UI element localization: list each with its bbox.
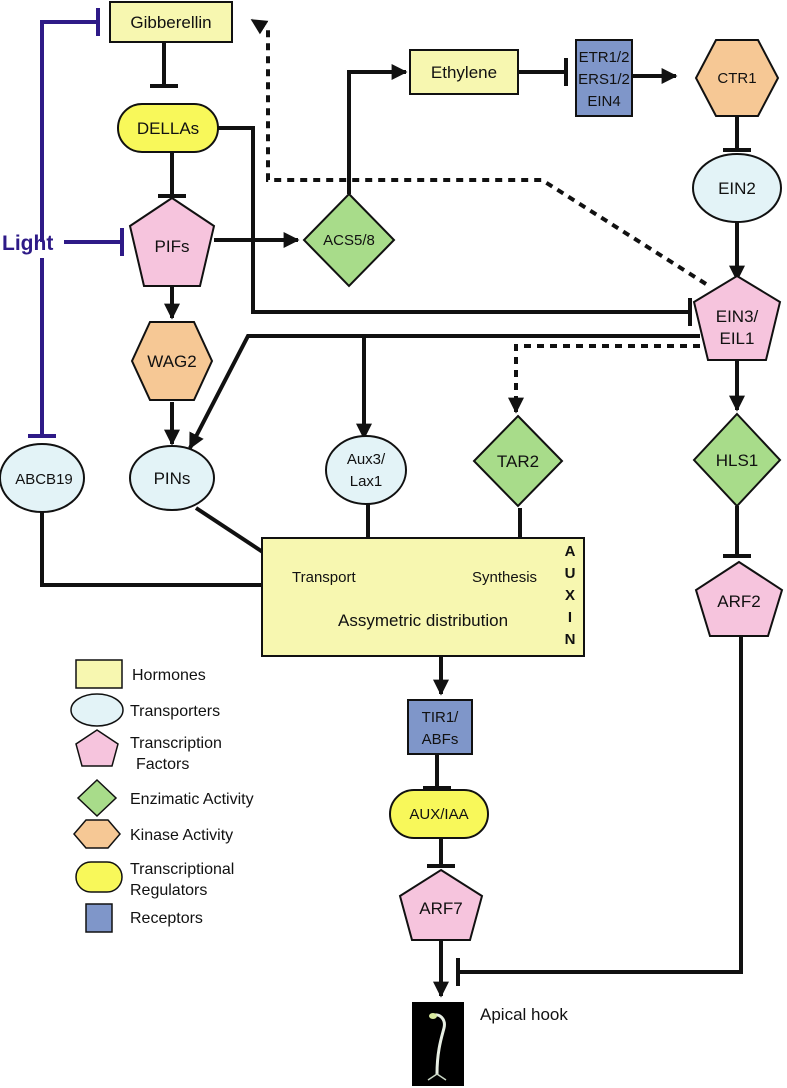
tar2-label: TAR2 (497, 452, 539, 471)
abcb19-label: ABCB19 (15, 471, 73, 488)
node-auxin-box: Transport Synthesis Assymetric distribut… (261, 537, 585, 657)
gibberellin-label: Gibberellin (130, 13, 211, 32)
ein2-label: EIN2 (718, 179, 756, 198)
auxin-letter-u: U (565, 565, 576, 582)
node-arf7: ARF7 (398, 868, 484, 941)
legend: Hormones Transporters Transcription Fact… (70, 659, 254, 933)
auxin-letter-n: N (565, 631, 576, 648)
pins-label: PINs (154, 469, 191, 488)
edge-acs-ethylene (347, 64, 408, 194)
legend-item-regulators: Transcriptional Regulators (75, 861, 234, 899)
edge-ein3-tar2-dotted (508, 344, 700, 414)
aux3-label-line1: Aux3/ (347, 451, 386, 468)
legend-item-enzymatic: Enzimatic Activity (76, 778, 254, 818)
node-aux-iaa: AUX/IAA (389, 789, 489, 839)
legend-label-reg-line1: Transcriptional (130, 861, 234, 878)
node-ethylene: Ethylene (409, 49, 519, 95)
legend-label-tf-line1: Transcription (130, 735, 222, 752)
edge-dellas-ein3 (218, 126, 690, 314)
hls1-label: HLS1 (716, 451, 759, 470)
ctr1-label: CTR1 (717, 70, 756, 87)
synthesis-label: Synthesis (472, 569, 537, 586)
acs-label: ACS5/8 (323, 232, 375, 249)
edge-ein3-pins (188, 334, 700, 450)
apical-hook-label: Apical hook (480, 1005, 568, 1024)
apical-hook-image (412, 1002, 464, 1086)
node-ein2: EIN2 (692, 153, 782, 223)
edge-light-gibberellin (40, 20, 98, 242)
node-dellas: DELLAs (117, 103, 219, 153)
node-hls1: HLS1 (692, 412, 782, 508)
edge-arf2-hook (458, 636, 743, 974)
node-aux3: Aux3/ Lax1 (325, 435, 407, 505)
ein3-label-line1: EIN3/ (716, 307, 759, 326)
node-tir1: TIR1/ ABFs (407, 699, 473, 755)
legend-label-receptors: Receptors (130, 910, 203, 927)
legend-item-transporters: Transporters (70, 693, 220, 727)
auxin-letter-i: I (568, 609, 572, 626)
transport-label: Transport (292, 569, 356, 586)
pifs-label: PIFs (155, 237, 190, 256)
legend-item-kinase: Kinase Activity (73, 819, 233, 849)
node-acs: ACS5/8 (302, 192, 396, 288)
wag2-label: WAG2 (147, 352, 196, 371)
aux3-label-line2: Lax1 (350, 473, 383, 490)
node-abcb19: ABCB19 (0, 443, 85, 513)
legend-label-hormones: Hormones (132, 667, 206, 684)
tir1-label-line2: ABFs (422, 731, 459, 748)
receptor-ein4: EIN4 (587, 93, 620, 110)
receptor-ers: ERS1/2 (578, 71, 630, 88)
auxin-letter-x: X (565, 587, 575, 604)
ethylene-label: Ethylene (431, 63, 497, 82)
legend-label-enzymatic: Enzimatic Activity (130, 791, 254, 808)
node-pins: PINs (129, 445, 215, 511)
dellas-label: DELLAs (137, 119, 199, 138)
node-tar2: TAR2 (472, 414, 564, 508)
legend-label-tf-line2: Factors (136, 756, 189, 773)
auxiaa-label: AUX/IAA (409, 806, 468, 823)
legend-label-kinase: Kinase Activity (130, 827, 233, 844)
receptor-etr: ETR1/2 (579, 49, 630, 66)
dotted-edges (250, 18, 708, 414)
light-label: Light (2, 232, 53, 255)
legend-item-transcription-factors: Transcription Factors (75, 729, 222, 773)
light-edges (28, 8, 124, 438)
node-wag2: WAG2 (130, 321, 214, 401)
arf7-label: ARF7 (419, 899, 462, 918)
edge-abcb19-auxin (40, 510, 290, 593)
ein3-label-line2: EIL1 (720, 329, 755, 348)
auxin-letter-a: A (565, 543, 576, 560)
distribution-label: Assymetric distribution (338, 611, 508, 630)
tir1-label-line1: TIR1/ (422, 709, 460, 726)
legend-label-reg-line2: Regulators (130, 882, 207, 899)
legend-item-receptors: Receptors (85, 903, 203, 933)
node-arf2: ARF2 (694, 560, 784, 637)
node-pifs: PIFs (128, 196, 216, 287)
edges (40, 42, 751, 998)
edge-ein3-gibberellin-dotted (250, 18, 708, 286)
node-gibberellin: Gibberellin (109, 1, 233, 43)
node-ein3: EIN3/ EIL1 (692, 274, 782, 361)
node-ctr1: CTR1 (694, 39, 780, 117)
arf2-label: ARF2 (717, 592, 760, 611)
legend-item-hormones: Hormones (75, 659, 206, 689)
node-receptors: ETR1/2 ERS1/2 EIN4 (575, 39, 633, 117)
legend-label-transporters: Transporters (130, 703, 220, 720)
